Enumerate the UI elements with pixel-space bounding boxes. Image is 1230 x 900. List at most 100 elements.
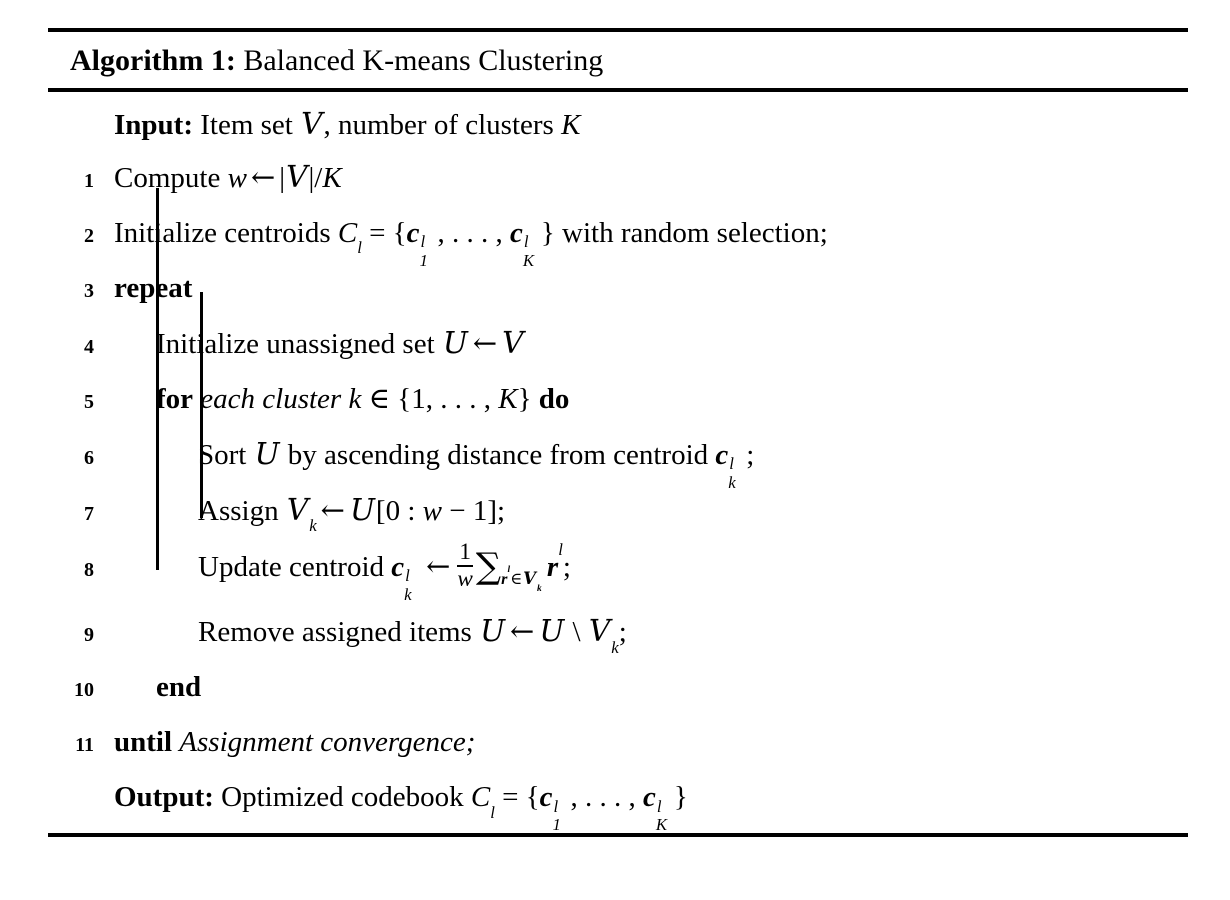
keyword-until: until	[114, 726, 173, 759]
line-number-10: 10	[74, 679, 94, 702]
brace-close: }	[673, 781, 688, 814]
set-v-icon: V	[301, 107, 323, 141]
semicolon: ;	[618, 616, 627, 649]
set-u-icon: U	[539, 614, 565, 649]
brace-close: }	[517, 383, 539, 415]
ellipsis: , . . . ,	[437, 217, 510, 249]
line-2-text: Initialize centroids	[114, 217, 338, 249]
algorithm-caption-title: Balanced K-means Clustering	[243, 44, 604, 77]
var-k: K	[322, 162, 342, 194]
line-2-tail: } with random selection;	[540, 217, 828, 249]
abs-bar-close: |/	[308, 162, 323, 194]
equals-brace: = {	[494, 781, 540, 814]
var-w: w	[422, 495, 442, 527]
codebook-c-sub: l	[357, 238, 362, 258]
set-v-icon: V	[588, 614, 611, 649]
line-number-4: 4	[84, 336, 94, 358]
set-v-icon: V	[502, 326, 524, 360]
var-w: w	[227, 162, 247, 194]
input-var-k: K	[561, 109, 581, 141]
set-v-sub: k	[309, 516, 317, 536]
var-k-small: k	[348, 383, 362, 415]
centroid-c: c	[391, 551, 405, 583]
keyword-for: for	[156, 383, 194, 415]
keyword-end: end	[156, 671, 202, 704]
line-number-5: 5	[84, 391, 94, 413]
codebook-c: C	[337, 217, 358, 249]
set-u-icon: U	[254, 437, 280, 471]
for-range-text: each cluster	[200, 383, 349, 415]
set-u-icon: U	[349, 493, 375, 527]
indent-guide-outer	[156, 188, 159, 570]
line-number-3: 3	[84, 280, 94, 302]
centroid-c: c	[715, 439, 729, 471]
line-9: 9 Remove assigned items U←U \ Vk;	[48, 605, 1188, 661]
summation-icon: ∑	[475, 546, 502, 588]
algorithm-body: Input: Item set V, number of clusters K …	[48, 92, 1188, 835]
codebook-c-sub: l	[490, 802, 495, 822]
line-10: 10 end	[48, 661, 1188, 716]
algorithm-caption: Algorithm 1: Balanced K-means Clustering	[48, 32, 1188, 88]
algorithm-caption-label: Algorithm 1:	[70, 44, 236, 77]
line-9-text: Remove assigned items	[198, 616, 480, 649]
line-6-text-a: Sort	[198, 439, 254, 471]
semicolon: ;	[562, 551, 571, 583]
slice-close: − 1];	[441, 495, 506, 527]
rule-mid	[48, 88, 1188, 92]
var-K: K	[498, 383, 518, 415]
rule-top	[48, 28, 1188, 32]
set-u-icon: U	[480, 614, 506, 649]
line-1-text: Compute	[114, 162, 228, 194]
assign-arrow-icon: ←	[250, 160, 276, 194]
line-7: 7 Assign Vk←U[0 : w − 1];	[48, 484, 1188, 540]
term-r-sup: l	[558, 539, 563, 559]
line-4: 4 Initialize unassigned set U←V	[48, 317, 1188, 373]
slice-open: [0 :	[375, 495, 423, 527]
input-text-b: , number of clusters	[323, 109, 562, 141]
line-input: Input: Item set V, number of clusters K	[48, 98, 1188, 151]
until-condition: Assignment convergence	[179, 726, 466, 759]
centroid-cK: c	[642, 781, 656, 814]
line-5: 5 for each cluster k ∈ {1, . . . , K} do	[48, 373, 1188, 428]
line-7-text: Assign	[198, 495, 286, 527]
line-number-6: 6	[84, 447, 94, 469]
set-minus-operator: \	[565, 616, 588, 649]
set-u-icon: U	[442, 326, 468, 360]
line-number-7: 7	[84, 503, 94, 525]
line-number-8: 8	[84, 559, 94, 581]
line-11: 11 until Assignment convergence;	[48, 716, 1188, 771]
assign-arrow-icon: ←	[472, 326, 498, 360]
line-4-text: Initialize unassigned set	[156, 328, 442, 360]
abs-bar-open: |	[279, 162, 286, 194]
semicolon: ;	[746, 439, 755, 471]
set-v-icon: V	[286, 493, 309, 527]
algorithm-block: Algorithm 1: Balanced K-means Clustering…	[48, 28, 1188, 838]
membership: ∈ {1, . . . ,	[361, 383, 499, 415]
assign-arrow-icon: ←	[510, 614, 535, 649]
indent-guide-inner	[200, 292, 203, 518]
assign-arrow-icon: ←	[320, 493, 345, 527]
line-1: 1 Compute w←|V|/K	[48, 151, 1188, 207]
assign-arrow-icon: ←	[426, 549, 451, 583]
output-text: Optimized codebook	[221, 781, 471, 814]
input-text-a: Item set	[200, 109, 301, 141]
input-label: Input:	[114, 109, 193, 141]
set-v-sub: k	[611, 637, 619, 657]
line-3: 3 repeat	[48, 262, 1188, 317]
line-6-text-b: by ascending distance from centroid	[280, 439, 716, 471]
codebook-c: C	[470, 781, 491, 814]
line-number-11: 11	[75, 734, 94, 757]
centroid-c1: c	[406, 217, 420, 249]
centroid-c1: c	[539, 781, 553, 814]
summation-subscript: rl∈Vk	[501, 565, 542, 595]
line-number-2: 2	[84, 225, 94, 247]
ellipsis: , . . . ,	[570, 781, 643, 814]
rule-bottom	[48, 833, 1188, 838]
term-r: r	[546, 551, 559, 583]
keyword-repeat: repeat	[114, 272, 193, 304]
line-6: 6 Sort U by ascending distance from cent…	[48, 428, 1188, 492]
